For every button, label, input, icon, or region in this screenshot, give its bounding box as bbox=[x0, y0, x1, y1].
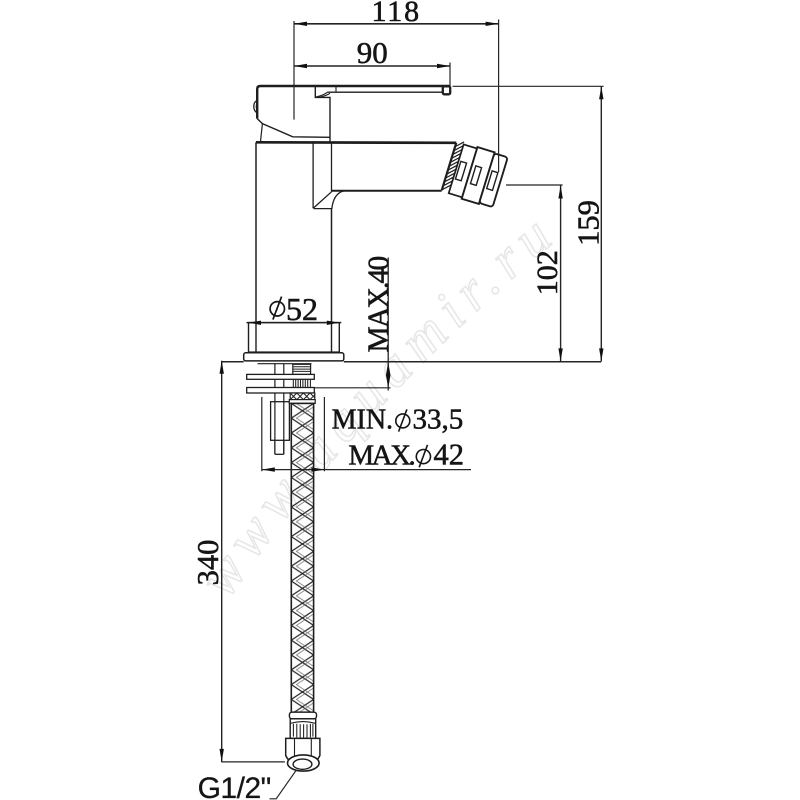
svg-text:42: 42 bbox=[434, 437, 465, 471]
svg-text:MAX.40: MAX.40 bbox=[363, 256, 395, 352]
svg-text:52: 52 bbox=[286, 291, 318, 327]
svg-text:G1/2": G1/2" bbox=[198, 772, 271, 800]
svg-text:MAX.: MAX. bbox=[348, 439, 414, 471]
svg-text:102: 102 bbox=[531, 250, 564, 295]
svg-text:159: 159 bbox=[572, 200, 606, 246]
svg-text:MIN.: MIN. bbox=[332, 405, 393, 436]
svg-text:33,5: 33,5 bbox=[413, 404, 464, 436]
svg-text:340: 340 bbox=[191, 540, 225, 586]
svg-text:118: 118 bbox=[372, 0, 422, 28]
svg-text:90: 90 bbox=[357, 35, 388, 70]
